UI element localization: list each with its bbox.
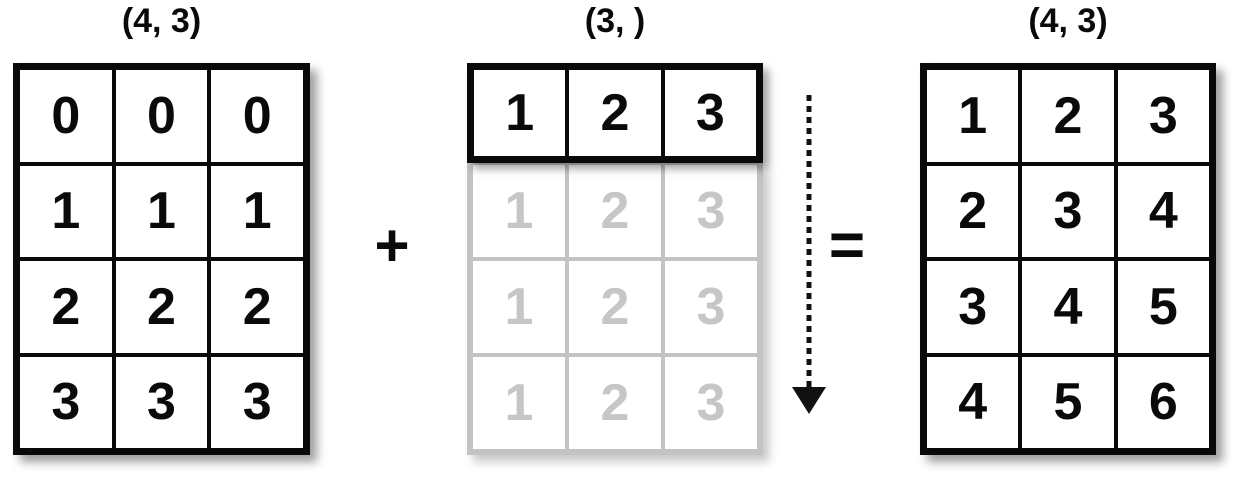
- matrix-a-cell-r0c2: 0: [209, 68, 305, 164]
- matrix-a-shape-label: (4, 3): [121, 2, 202, 40]
- matrix-c-cell-r2c0: 3: [925, 259, 1021, 355]
- matrix-c-cell-r2c2: 5: [1115, 259, 1211, 355]
- matrix-b-ghost-cell-r0c1: 2: [567, 163, 663, 259]
- matrix-c-cell-r1c0: 2: [925, 163, 1021, 259]
- matrix-c-cell-r0c1: 2: [1020, 68, 1116, 164]
- matrix-a-cell-r3c1: 3: [113, 354, 210, 450]
- matrix-a-cell-r3c0: 3: [18, 354, 114, 450]
- matrix-a-cell-r1c2: 1: [209, 163, 305, 259]
- matrix-b-ghost-cell-r0c2: 3: [663, 163, 759, 259]
- matrix-b-shape-label: (3, ): [584, 2, 646, 40]
- arrow-down-icon: [792, 387, 826, 414]
- broadcast-arrow: [791, 95, 827, 415]
- matrix-a-cell-r1c1: 1: [113, 163, 210, 259]
- matrix-c-cell-r3c0: 4: [925, 354, 1021, 450]
- matrix-a-cell-r0c1: 0: [113, 68, 210, 164]
- matrix-b-cell-c2: 3: [662, 68, 758, 158]
- matrix-b-ghost-cell-r0c0: 1: [471, 163, 567, 259]
- matrix-b-ghost-cell-r1c2: 3: [663, 259, 759, 355]
- matrix-a: 0 0 0 1 1 1 2 2 2 3 3 3: [13, 63, 310, 455]
- matrix-b-solid-row: 1 2 3: [467, 63, 763, 163]
- matrix-a-cell-r0c0: 0: [18, 68, 114, 164]
- matrix-b-ghost-cell-r2c0: 1: [471, 355, 567, 451]
- matrix-b-cell-c0: 1: [472, 68, 568, 158]
- matrix-c: 1 2 3 2 3 4 3 4 5 4 5 6: [920, 63, 1216, 455]
- matrix-c-cell-r3c1: 5: [1020, 354, 1116, 450]
- matrix-c-cell-r0c0: 1: [925, 68, 1021, 164]
- matrix-a-cell-r3c2: 3: [209, 354, 305, 450]
- matrix-b-broadcast-ghost-rows: 1 2 3 1 2 3 1 2 3: [467, 163, 763, 455]
- matrix-c-cell-r1c1: 3: [1020, 163, 1116, 259]
- matrix-c-cell-r3c2: 6: [1115, 354, 1211, 450]
- matrix-a-cell-r1c0: 1: [18, 163, 114, 259]
- matrix-b-ghost-cell-r1c1: 2: [567, 259, 663, 355]
- matrix-a-cell-r2c1: 2: [113, 259, 210, 355]
- matrix-a-cell-r2c2: 2: [209, 259, 305, 355]
- matrix-b-ghost-cell-r1c0: 1: [471, 259, 567, 355]
- matrix-c-shape-label: (4, 3): [1028, 2, 1108, 40]
- dotted-line: [806, 95, 812, 387]
- matrix-b-ghost-cell-r2c1: 2: [567, 355, 663, 451]
- equals-operator: =: [828, 211, 866, 280]
- matrix-c-cell-r0c2: 3: [1115, 68, 1211, 164]
- matrix-b: 1 2 3 1 2 3 1 2 3 1 2 3: [467, 63, 763, 455]
- matrix-b-cell-c1: 2: [567, 68, 663, 158]
- plus-operator: +: [374, 212, 410, 279]
- matrix-a-cell-r2c0: 2: [18, 259, 114, 355]
- matrix-c-cell-r1c2: 4: [1115, 163, 1211, 259]
- matrix-b-ghost-cell-r2c2: 3: [663, 355, 759, 451]
- matrix-c-cell-r2c1: 4: [1020, 259, 1116, 355]
